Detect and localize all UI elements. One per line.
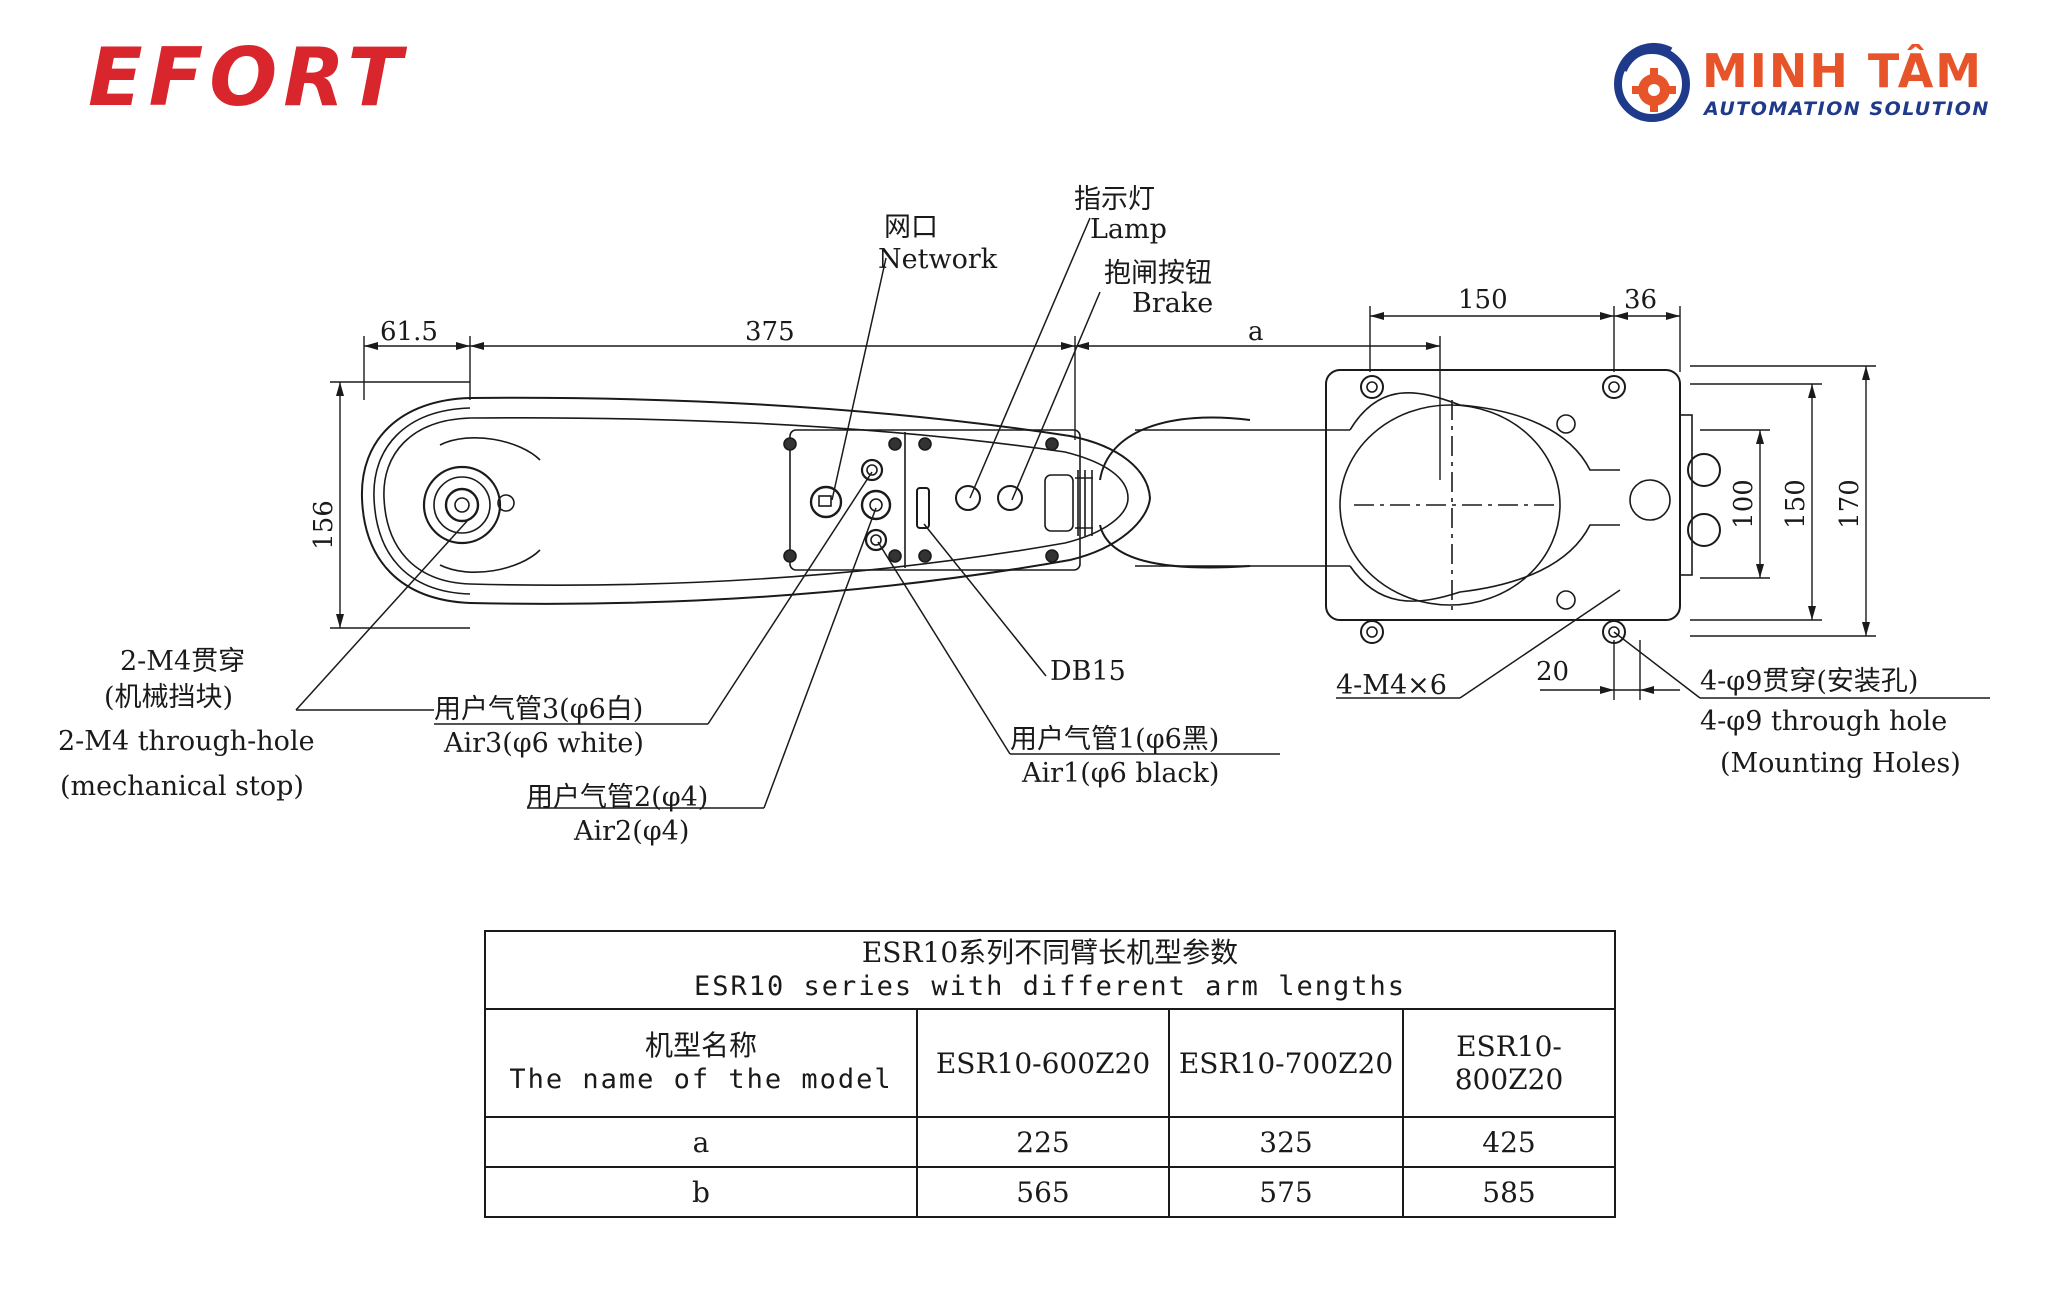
dim-100: 100 xyxy=(1729,479,1759,529)
arrowheads xyxy=(336,312,1870,694)
mount-label-en-2: (Mounting Holes) xyxy=(1720,748,1961,779)
model-cell: ESR10-800Z20 xyxy=(1402,1008,1616,1118)
table-cell: 585 xyxy=(1402,1166,1616,1218)
dim-36: 36 xyxy=(1624,285,1657,315)
parameter-table: ESR10系列不同臂长机型参数 ESR10 series with differ… xyxy=(484,930,1616,1218)
dim-20: 20 xyxy=(1536,657,1569,687)
table-cell: 325 xyxy=(1168,1116,1404,1168)
dim-375: 375 xyxy=(745,317,795,347)
table-cell: 575 xyxy=(1168,1166,1404,1218)
air3-label-en: Air3(φ6 white) xyxy=(443,728,644,759)
minh-tam-logo: MINH TÂM AUTOMATION SOLUTION xyxy=(1610,40,2010,130)
base-outline xyxy=(1135,369,1721,644)
model-cell: ESR10-600Z20 xyxy=(916,1008,1170,1118)
brake-label-en: Brake xyxy=(1132,288,1213,319)
model-cell: ESR10-700Z20 xyxy=(1168,1008,1404,1118)
network-label-en: Network xyxy=(878,244,998,275)
dimension-lines xyxy=(330,306,1876,700)
dim-150-right: 150 xyxy=(1781,479,1811,529)
m4x6-label: 4-M4×6 xyxy=(1336,670,1447,701)
dimension-labels: 61.5 375 a 150 36 156 100 150 170 20 xyxy=(309,285,1865,687)
air2-label-en: Air2(φ4) xyxy=(573,816,689,847)
stop-label-cn-1: 2-M4贯穿 xyxy=(120,646,245,677)
db15-label: DB15 xyxy=(1050,656,1126,687)
air3-label-cn: 用户气管3(φ6白) xyxy=(434,694,643,725)
minh-tam-tagline: AUTOMATION SOLUTION xyxy=(1704,98,1990,120)
brake-label-cn: 抱闸按钮 xyxy=(1104,258,1212,289)
table-cell: 565 xyxy=(916,1166,1170,1218)
table-title-en: ESR10 series with different arm lengths xyxy=(694,971,1406,1002)
mount-label-en-1: 4-φ9 through hole xyxy=(1700,706,1947,737)
network-label-cn: 网口 xyxy=(884,212,938,243)
table-cell: 425 xyxy=(1402,1116,1616,1168)
table-cell: 225 xyxy=(916,1116,1170,1168)
table-title-cn: ESR10系列不同臂长机型参数 xyxy=(861,936,1239,969)
dim-150-top: 150 xyxy=(1458,285,1508,315)
stop-label-en-1: 2-M4 through-hole xyxy=(58,726,315,757)
air2-label-cn: 用户气管2(φ4) xyxy=(526,782,708,813)
dim-a: a xyxy=(1248,317,1264,347)
mount-label-cn: 4-φ9贯穿(安装孔) xyxy=(1700,666,1918,697)
air1-label-en: Air1(φ6 black) xyxy=(1021,758,1219,789)
stop-label-en-2: (mechanical stop) xyxy=(60,771,304,802)
gear-globe-icon xyxy=(1614,42,1690,122)
efort-logo: EFORT xyxy=(88,31,408,124)
air1-label-cn: 用户气管1(φ6黑) xyxy=(1010,724,1219,755)
leader-lines xyxy=(295,217,1990,809)
arm-outline xyxy=(360,396,1251,605)
table-row: b 565 575 585 xyxy=(484,1166,1616,1218)
stop-label-cn-2: (机械挡块) xyxy=(104,682,233,713)
model-header-cell: 机型名称 The name of the model xyxy=(484,1008,918,1118)
row-label-a: a xyxy=(484,1116,918,1168)
model-header-en: The name of the model xyxy=(509,1064,893,1095)
table-row: a 225 325 425 xyxy=(484,1116,1616,1168)
dim-156: 156 xyxy=(309,500,339,550)
robot-arm-drawing: 61.5 375 a 150 36 156 100 150 170 20 网口 … xyxy=(58,184,1990,847)
lamp-label-en: Lamp xyxy=(1090,214,1167,245)
dim-61-5: 61.5 xyxy=(380,317,438,347)
lamp-label-cn: 指示灯 xyxy=(1074,184,1155,215)
minh-tam-name: MINH TÂM xyxy=(1702,44,1984,98)
table-title: ESR10系列不同臂长机型参数 ESR10 series with differ… xyxy=(484,930,1616,1010)
dim-170: 170 xyxy=(1835,479,1865,529)
model-header-cn: 机型名称 xyxy=(644,1029,757,1062)
row-label-b: b xyxy=(484,1166,918,1218)
callout-labels: 网口 Network 指示灯 Lamp 抱闸按钮 Brake 2-M4贯穿 (机… xyxy=(58,184,1961,847)
